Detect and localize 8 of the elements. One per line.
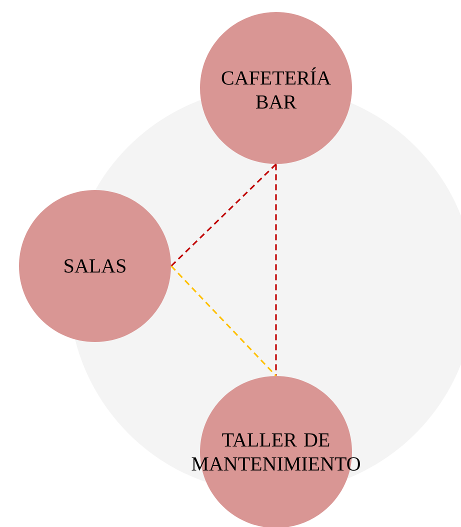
dashed-line [275,164,277,376]
node-label: TALLER DE MANTENIMIENTO [192,433,360,471]
node-label: CAFETERÍA BAR [222,67,331,109]
node-label: SALAS [64,259,126,273]
dashed-line [170,265,277,376]
circle-node [19,190,171,342]
dashed-line [170,164,277,267]
circle-node [200,12,352,164]
